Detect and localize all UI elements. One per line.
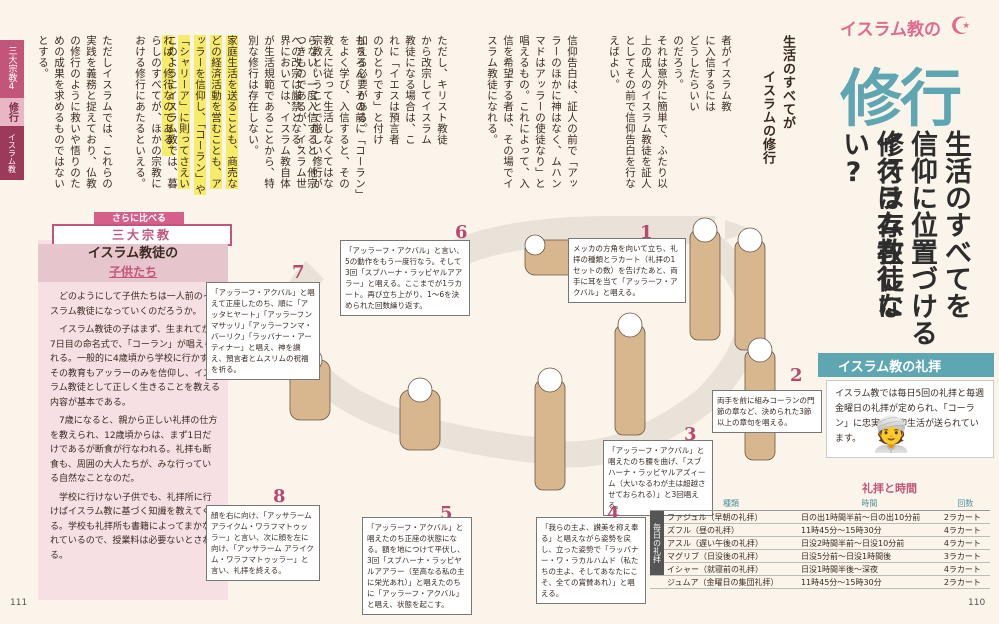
table-cell: イシャー（就寝前の礼拝） [664,562,798,576]
section-label: 修行 [0,98,24,126]
intro-col-4: ただし、キリスト教徒から改宗してイスラム教徒になる場合は、これに「イエスは預言者… [356,35,448,145]
compare-paragraph: イスラム教徒の子はまず、生まれてから7日目の命名式で、「コーラン」が唱えられる。… [50,325,221,408]
table-cell: 4ラカート [940,523,990,537]
step-number: 2 [790,365,803,386]
table-cell: アスル（遅い午後の礼拝） [664,536,798,550]
table-cell: ズフル（昼の礼拝） [664,523,798,537]
table-cell: 日の出1時間半前〜日の出10分前 [797,510,941,524]
prayer-table: 種類 時間 回数 毎日の礼拝 ファジュル（早朝の礼拝） 日の出1時間半前〜日の出… [650,497,990,589]
page-title: 修行 [840,62,962,135]
intro-heading-1: 生活のすべてが [780,35,795,130]
step-caption: 「アッラーフ・アクバル」と言い、5の動作をもう一度行なう。そして3回「スブハーナ… [340,240,470,316]
compare-paragraph: 7歳になると、親から正しい礼拝の仕方を教えられ、12歳頃からは、まず1日だけであ… [50,416,218,484]
chapter-tab: 三大宗教4 修行 イスラム教 [0,40,24,180]
step-number: 7 [292,262,305,283]
step-caption: 両手を前に組みコーランの門節の章など、決められた3節以上の章句を唱える。 [712,390,822,433]
religion-label: イスラム教 [0,126,24,180]
intro-heading-2: イスラムの修行 [760,70,775,165]
compare-series: 三大宗教 [52,224,232,246]
table-cell: ジュムア（金曜日の集団礼拝） [664,575,798,589]
intro-col-3: 信仰告白は、証人の前で「アッラーのほかに神はなく、ムハンマドはアッラーの使徒なり… [486,35,578,189]
table-cell: 日没5分前〜日没1時間後 [797,549,941,563]
step-number: 8 [273,486,286,507]
col-header-type: 種類 [664,497,798,511]
imam-illustration-icon: 👳 [870,415,913,455]
compare-body: どのようにして子供たちは一人前のイスラム教徒になっていくのだろうか。 イスラム教… [50,290,220,567]
intro-col-9: ただしイスラムでは、これらの実践を義務と捉えており、仏教の修行のように救いや悟り… [37,35,113,189]
crescent-star-icon: ☪ [950,12,972,40]
step-number: 3 [684,424,697,445]
col-header-time: 時間 [797,497,941,511]
table-cell: 日没2時間半前〜日没10分前 [797,536,941,550]
intro-col-8: このようにイスラム教では、暮らしのすべてが、ほかの宗教における修行にあたるといえ… [134,35,178,189]
step-caption: 顔を右に向け、「アッサラーム アライクム・ワラフマトゥッラー」と言い、次に顔を左… [206,505,320,581]
compare-tag: さらに比べる 三大宗教 [52,212,232,246]
table-cell: 4ラカート [940,536,990,550]
prayer-table-title: 礼拝と時間 [862,482,917,495]
col-header-count: 回数 [940,497,990,511]
compare-heading: イスラム教徒の 子供たち [38,244,228,282]
chapter-label: 三大宗教4 [0,40,24,98]
step-caption: 「アッラーフ・アクバル」と唱えて正座したのち、順に「アッタヒヤート」「アッラーフ… [206,282,320,380]
intro-col-5: もちろん、その前に「コーラン」をよく学び、入信すると、その教えに従って生活しなく… [290,35,366,195]
intro-col-7: 家庭生活を送ることも、商売などの経済活動を営むことも、アッラーを信仰し、「コーラ… [162,35,240,195]
table-cell: 11時45分〜15時30分 [797,575,941,589]
table-cell: 2ラカート [940,575,990,589]
compare-paragraph: どのようにして子供たちは一人前のイスラム教徒になっていくのだろうか。 [50,292,212,317]
daily-prayer-label: 毎日の礼拝 [650,510,664,576]
table-row: アスル（遅い午後の礼拝） 日没2時間半前〜日没10分前 4ラカート [650,536,990,550]
table-cell: 3ラカート [940,549,990,563]
title-question-4: 修行は存在しない? [838,130,903,319]
title-small: イスラム教の [840,20,941,40]
page-number-left: 111 [10,598,28,608]
prayer-section-band: イスラム教の礼拝 [818,353,994,377]
compare-subheading: 子供たち [108,265,157,279]
compare-heading-text: イスラム教徒の [87,246,179,261]
table-row: ズフル（昼の礼拝） 11時45分〜15時30分 4ラカート [650,523,990,537]
prayer-summary: イスラム教では毎日5回の礼拝と毎週金曜日の礼拝が定められ、「コーラン」に忠実な信… [826,380,994,458]
step-caption: メッカの方角を向いて立ち、礼拝の種類とラカート（礼拝の1セットの数）を告げたあと… [568,238,686,303]
table-cell: 日没1時間半後〜深夜 [797,562,941,576]
table-row: ジュムア（金曜日の集団礼拝） 11時45分〜15時30分 2ラカート [650,575,990,589]
title-question-1: 生活のすべてを [940,130,971,319]
step-caption: 「アッラーフ・アクバル」と唱えたのち正座の状態になる。額を地につけて平伏し、3回… [362,517,472,615]
page-number-right: 110 [968,598,986,608]
intro-col-6: 宗教ということで厳しい修行がつきものであるが、イスラム世界においては、イスラム教… [247,35,323,189]
title-question-3: イスラム教徒に [872,130,903,319]
table-header-row: 種類 時間 回数 [650,497,990,511]
step-number: 1 [640,222,653,243]
title-question-2: 信仰に位置づける [906,130,937,346]
table-cell: ファジュル（早朝の礼拝） [664,510,798,524]
table-row: 毎日の礼拝 ファジュル（早朝の礼拝） 日の出1時間半前〜日の出10分前 2ラカー… [650,510,990,576]
step-caption: 「我らの主よ、讃美を称え奉る」と唱えながら姿勢を戻し、立った姿勢で「ラッバナー・… [536,517,646,604]
table-cell: 11時45分〜15時30分 [797,523,941,537]
table-row: マグリブ（日没後の礼拝） 日没5分前〜日没1時間後 3ラカート [650,549,990,563]
intro-col-2: それは意外に簡単で、ふたり以上の成人のイスラム教徒を証人としてその前で信仰告白を… [608,35,668,189]
compare-sidebar [38,240,228,600]
compare-paragraph: 学校に行けない子供でも、礼拝所に行けばイスラム教に基づく知識を教えてくれる。学校… [50,492,220,561]
table-cell: マグリブ（日没後の礼拝） [664,549,798,563]
compare-flag: さらに比べる [94,212,184,226]
step-number: 6 [455,222,468,243]
table-cell: 4ラカート [940,562,990,576]
intro-col-1: 者がイスラム教に入信するにはどうしたらいいのだろう。 [672,35,732,112]
table-row: イシャー（就寝前の礼拝） 日没1時間半後〜深夜 4ラカート [650,562,990,576]
table-cell: 2ラカート [940,510,990,524]
